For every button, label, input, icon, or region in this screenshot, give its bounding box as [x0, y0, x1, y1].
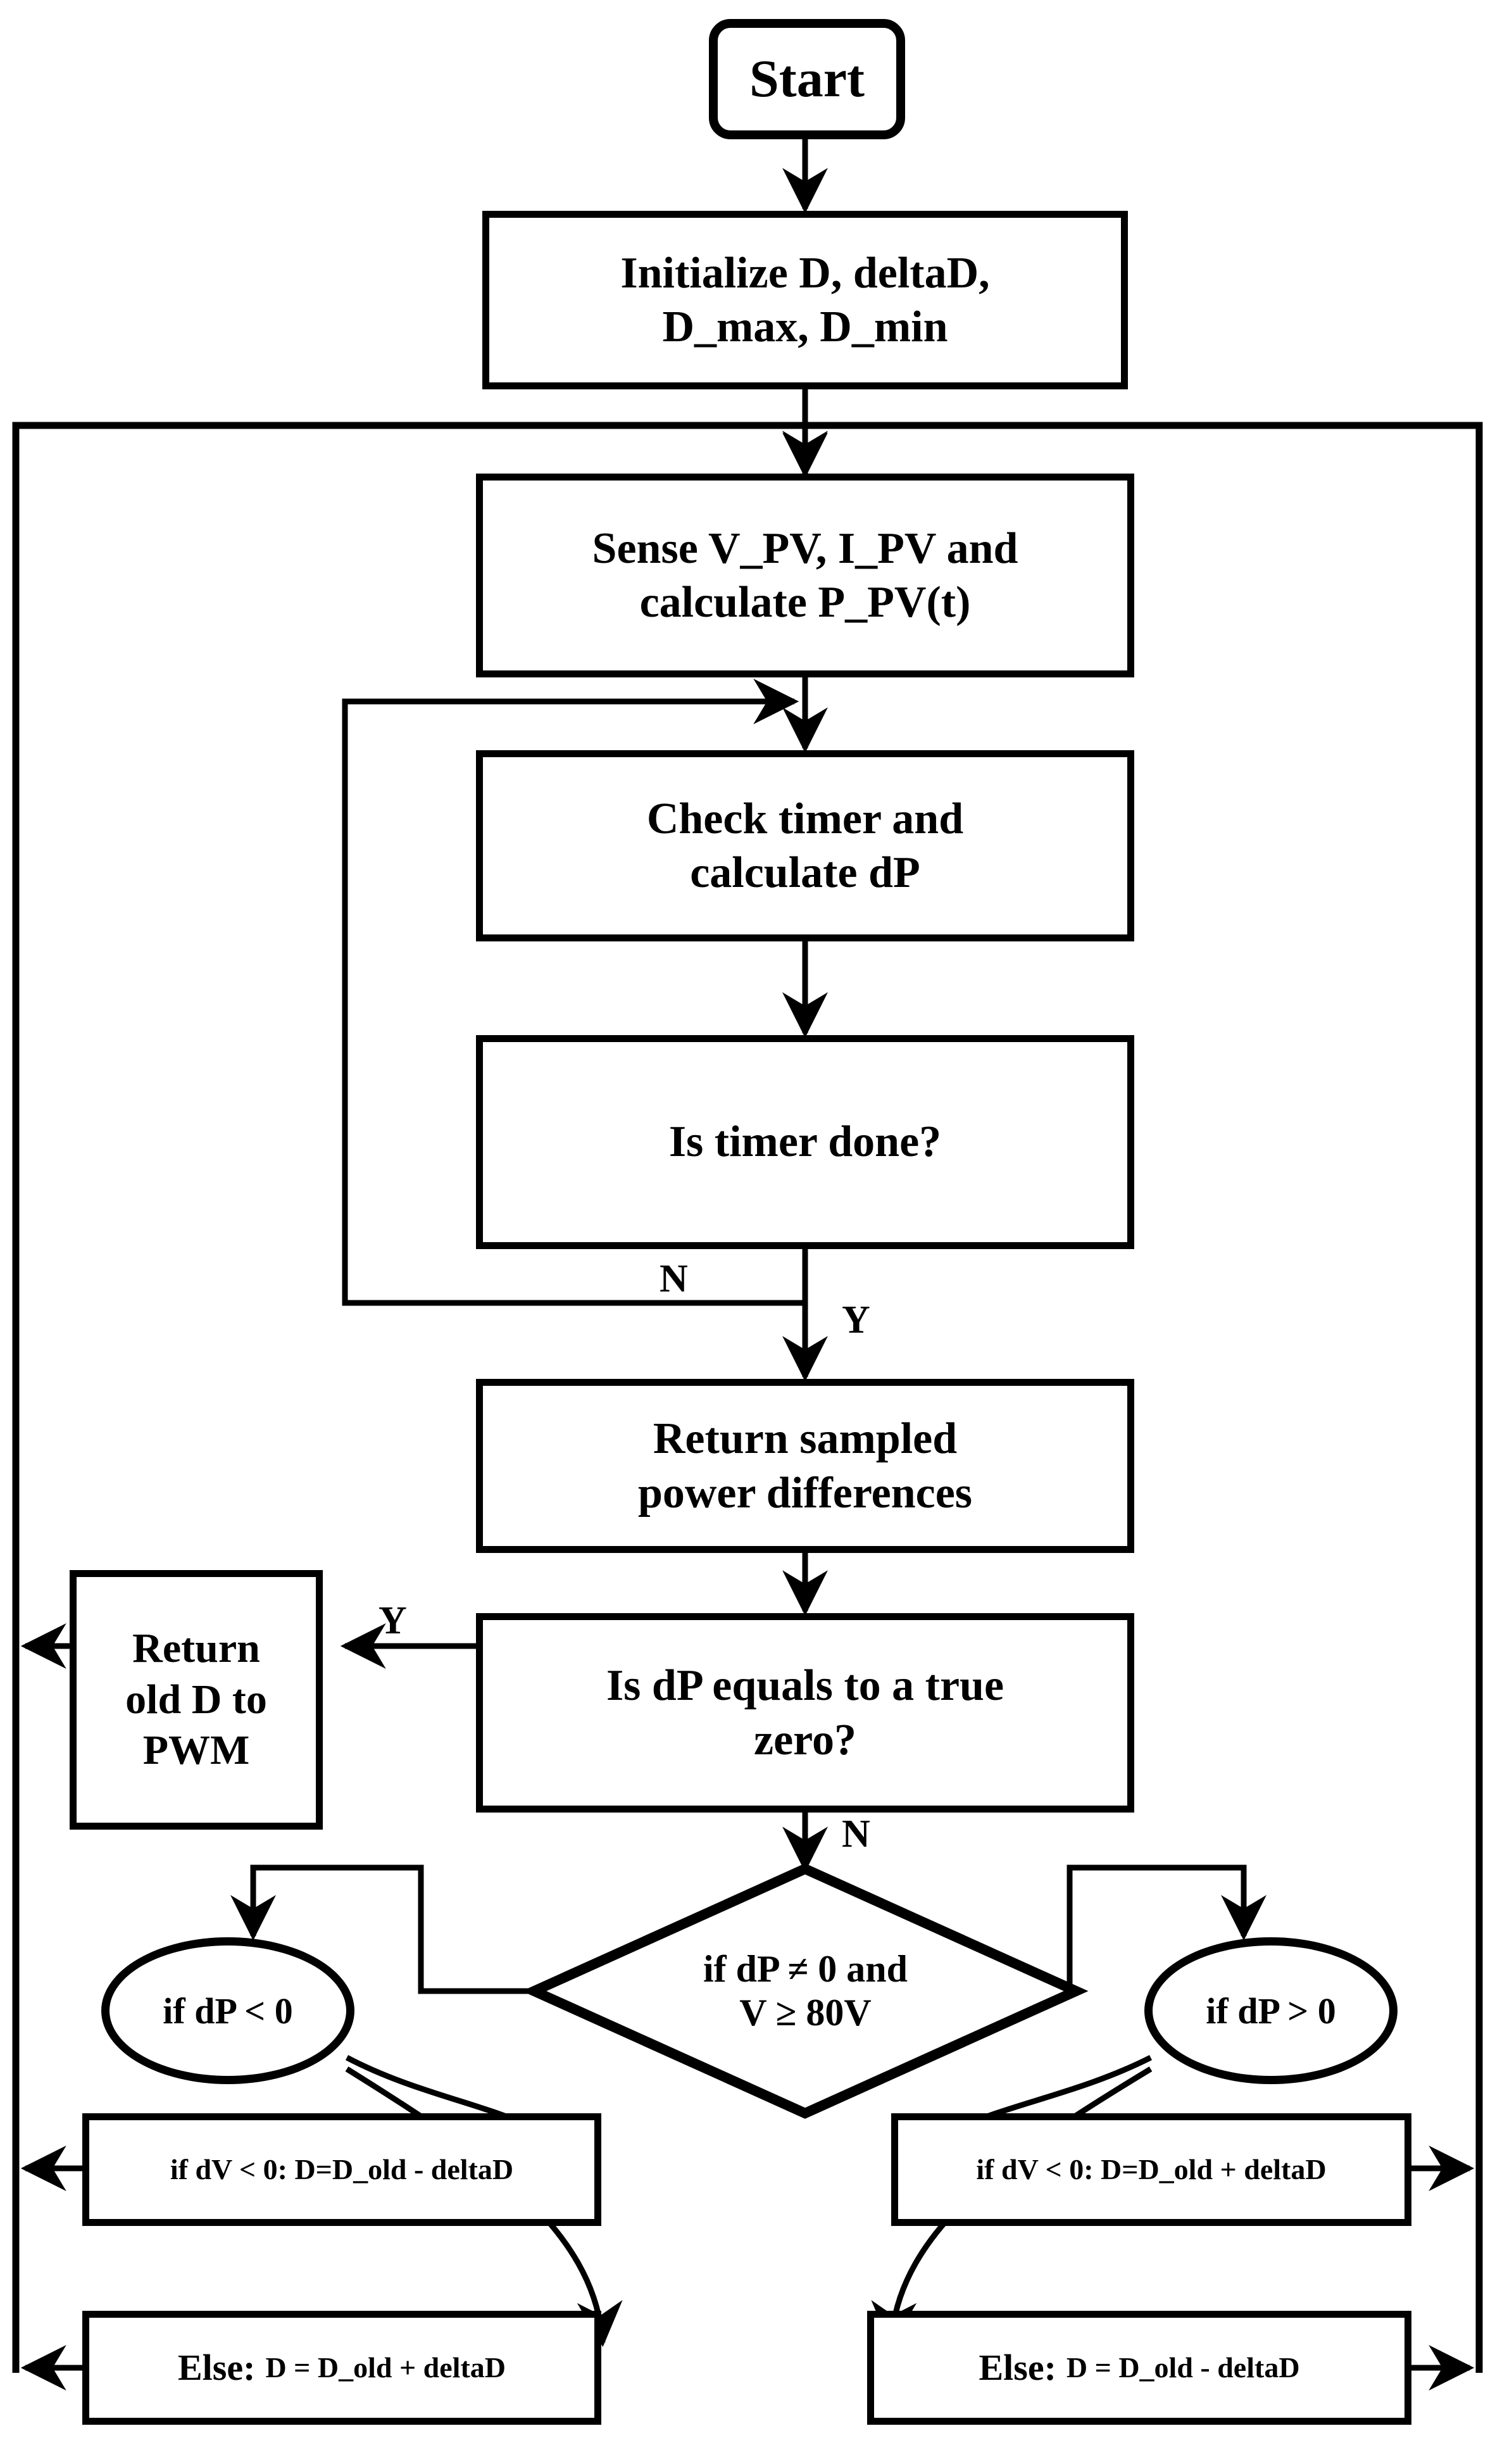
- node-sense-line1: Sense V_PV, I_PV and: [592, 524, 1018, 573]
- node-left-else-prefix: Else:: [178, 2346, 256, 2388]
- node-is-timer-done-label: Is timer done?: [668, 1117, 942, 1167]
- edge-label-timer-no: N: [660, 1257, 688, 1300]
- node-return-old-d-line1: Return: [132, 1625, 260, 1672]
- node-ellipse-dp-negative-label: if dP < 0: [163, 1990, 293, 2032]
- node-return-sampled-line2: power differences: [637, 1468, 973, 1518]
- node-return-old-d-line3: PWM: [142, 1727, 250, 1774]
- node-left-else[interactable]: Else: D = D_old + deltaD: [82, 2311, 601, 2425]
- node-right-else-prefix: Else:: [979, 2346, 1056, 2388]
- node-ellipse-dp-negative[interactable]: if dP < 0: [101, 1937, 354, 2084]
- node-return-sampled[interactable]: Return sampled power differences: [476, 1379, 1134, 1553]
- node-is-timer-done[interactable]: Is timer done?: [476, 1035, 1134, 1249]
- node-initialize[interactable]: Initialize D, deltaD, D_max, D_min: [482, 211, 1128, 389]
- node-initialize-line1: Initialize D, deltaD,: [620, 248, 990, 298]
- node-left-else-body: D = D_old + deltaD: [265, 2351, 506, 2384]
- node-return-old-d[interactable]: Return old D to PWM: [70, 1570, 323, 1830]
- node-right-if-dv[interactable]: if dV < 0: D=D_old + deltaD: [891, 2113, 1411, 2226]
- node-decision-dp-v[interactable]: if dP ≠ 0 and V ≥ 80V: [627, 1912, 984, 2070]
- node-left-if-dv-label: if dV < 0: D=D_old - deltaD: [170, 2153, 514, 2185]
- node-check-timer-line1: Check timer and: [646, 794, 964, 843]
- node-ellipse-dp-positive[interactable]: if dP > 0: [1144, 1937, 1398, 2084]
- node-right-else[interactable]: Else: D = D_old - deltaD: [867, 2311, 1411, 2425]
- node-return-old-d-line2: old D to: [125, 1676, 267, 1723]
- node-decision-line1: if dP ≠ 0 and: [703, 1948, 908, 1990]
- node-right-if-dv-label: if dV < 0: D=D_old + deltaD: [976, 2153, 1327, 2185]
- edge-label-timer-yes: Y: [842, 1298, 870, 1342]
- node-start[interactable]: Start: [709, 19, 905, 139]
- node-left-if-dv[interactable]: if dV < 0: D=D_old - deltaD: [82, 2113, 601, 2226]
- node-initialize-line2: D_max, D_min: [662, 303, 948, 351]
- node-ellipse-dp-positive-label: if dP > 0: [1206, 1990, 1336, 2032]
- node-is-dp-true-zero-line2: zero?: [754, 1715, 856, 1764]
- node-sense[interactable]: Sense V_PV, I_PV and calculate P_PV(t): [476, 474, 1134, 677]
- node-check-timer[interactable]: Check timer and calculate dP: [476, 750, 1134, 941]
- node-decision-line2: V ≥ 80V: [739, 1992, 872, 2033]
- edge-label-true-zero-yes: Y: [378, 1599, 407, 1642]
- node-check-timer-line2: calculate dP: [690, 848, 920, 897]
- edge-label-true-zero-no: N: [842, 1813, 870, 1856]
- node-is-dp-true-zero[interactable]: Is dP equals to a true zero?: [476, 1613, 1134, 1813]
- node-return-sampled-line1: Return sampled: [653, 1414, 958, 1464]
- node-sense-line2: calculate P_PV(t): [639, 578, 971, 627]
- node-right-else-body: D = D_old - deltaD: [1066, 2351, 1300, 2384]
- node-is-dp-true-zero-line1: Is dP equals to a true: [606, 1661, 1004, 1711]
- node-start-label: Start: [749, 49, 865, 108]
